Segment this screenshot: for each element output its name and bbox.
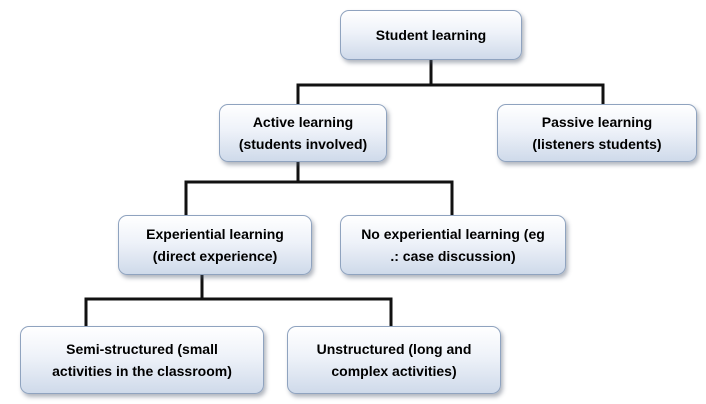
node-semi-structured-line2: activities in the classroom) — [52, 363, 232, 379]
connector-experiential-semi — [84, 275, 204, 326]
node-unstructured: Unstructured (long and complex activitie… — [287, 326, 501, 394]
node-experiential-learning-line2: (direct experience) — [152, 248, 278, 264]
node-active-learning: Active learning (students involved) — [219, 104, 387, 162]
node-unstructured-line2: complex activities) — [331, 363, 457, 379]
node-passive-learning-line2: (listeners students) — [532, 136, 662, 152]
node-active-learning-line2: (students involved) — [238, 136, 368, 152]
node-unstructured-line1: Unstructured (long and — [316, 341, 472, 357]
connector-active-experiential — [184, 162, 300, 215]
node-experiential-learning-line1: Experiential learning — [146, 226, 284, 242]
node-semi-structured: Semi-structured (small activities in the… — [20, 326, 264, 394]
connector-active-no-experiential — [298, 180, 454, 215]
node-no-experiential-learning-line1: No experiential learning (eg — [361, 226, 545, 242]
node-active-learning-line1: Active learning — [252, 114, 354, 130]
node-student-learning-label: Student learning — [375, 27, 487, 43]
node-passive-learning: Passive learning (listeners students) — [497, 104, 697, 162]
node-student-learning: Student learning — [340, 10, 522, 60]
connector-experiential-unstructured — [202, 297, 393, 326]
node-passive-learning-line1: Passive learning — [541, 114, 653, 130]
connector-root-passive — [431, 83, 605, 104]
node-semi-structured-line1: Semi-structured (small — [66, 341, 218, 357]
connector-root-active — [296, 60, 433, 104]
node-no-experiential-learning: No experiential learning (eg .: case dis… — [340, 215, 566, 275]
node-no-experiential-learning-line2: .: case discussion) — [390, 248, 516, 264]
node-experiential-learning: Experiential learning (direct experience… — [118, 215, 312, 275]
